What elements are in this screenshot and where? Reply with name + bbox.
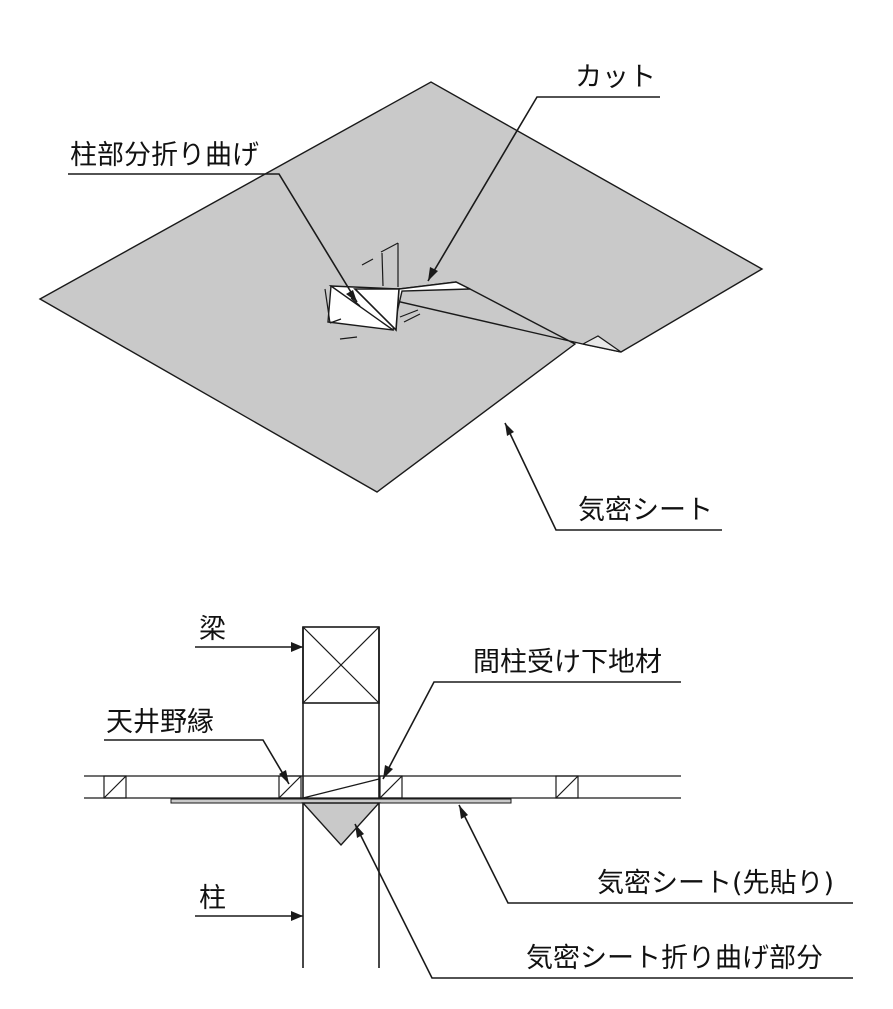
column-guide-stroke [329,318,342,324]
column-guide-stroke [403,313,421,323]
ceiling-joist-left [103,775,127,799]
sheet-fold-label: 気密シート折り曲げ部分 [526,943,823,974]
cut-arrowhead [428,267,438,281]
column-label: 柱 [199,883,226,914]
ceiling-joist-leader [104,739,290,785]
airtight-sheet-arrowhead [505,423,514,436]
ceiling-joist-label: 天井野縁 [106,707,214,738]
cross-section-view: 梁 間柱受け下地材 天井野縁 気密シート(先貼り) 柱 気密シート折り曲げ部分 [84,614,853,979]
sheet-corner-flap [581,335,622,353]
airtight-sheet-leader [504,422,722,531]
ceiling-joist-arrowhead [279,770,289,784]
folded-flap-triangle [353,288,400,332]
stud-base-diagonal [302,778,380,799]
cut-label: カット [575,62,656,93]
sheet-fold-leader [354,823,853,979]
airtight-sheet-pre-arrowhead [459,805,468,819]
column-fold-leader [68,173,358,303]
column-fold-label: 柱部分折り曲げ [70,140,259,171]
beam-label: 梁 [199,614,226,645]
beam-arrowhead [291,642,303,652]
airtight-sheet-label: 気密シート [578,495,713,526]
column-arrowhead [291,911,303,921]
airtight-sheet-pre-leader [458,804,853,904]
column-guide-stroke [361,258,374,266]
stud-base-arrowhead [383,765,393,779]
sheet-fold-triangle [301,802,381,847]
ceiling-joist-near-column [278,775,302,799]
sheet-fold-arrowhead [355,824,364,838]
airtight-sheet-pre-label: 気密シート(先貼り) [597,868,834,899]
ceiling-joist-right-of-column [379,775,403,799]
isometric-sheet-view: カット 柱部分折り曲げ 気密シート [38,62,764,531]
column-guide-stroke [380,242,399,253]
column-guide-stroke [350,297,361,307]
stud-base-leader [382,681,681,780]
ceiling-joist-right [555,775,579,799]
airtight-sheet-panel [38,81,764,493]
stud-base-label: 間柱受け下地材 [473,647,662,678]
column-fold-arrowhead [346,290,357,302]
beam-section [302,626,380,704]
column-guide-stroke [324,288,331,324]
cut-leader [427,96,660,282]
column-guide-stroke [399,309,419,318]
column-guide-stroke [381,252,384,287]
column-guide-stroke [339,336,358,340]
